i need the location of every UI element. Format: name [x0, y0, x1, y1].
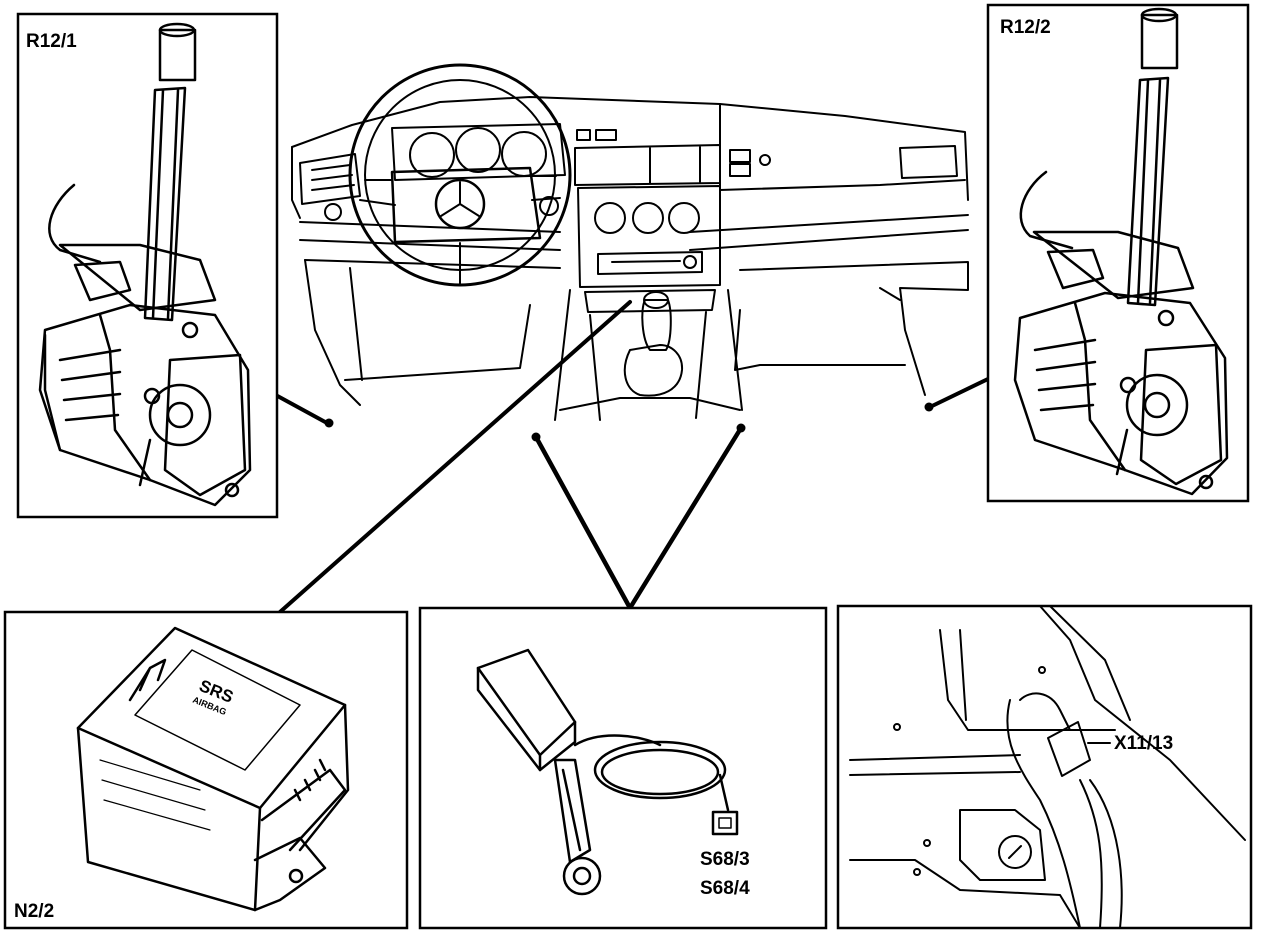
leader-dot-r12-1: [324, 418, 334, 428]
leader-lines: [270, 300, 992, 614]
panel-r12-1: R12/1: [16, 12, 279, 519]
label-s68-3: S68/3: [700, 849, 750, 870]
leader-s68-left: [533, 434, 633, 611]
label-r12-1: R12/1: [26, 31, 77, 52]
panel-n2-2-frame: [3, 610, 409, 930]
leader-dot-r12-2: [924, 402, 934, 412]
tensioner-r12-2-drawing: [1013, 7, 1229, 496]
label-n2-2: N2/2: [14, 901, 54, 922]
panel-r12-2: R12/2: [986, 3, 1250, 503]
panel-s68-frame: [418, 606, 828, 930]
dashboard-illustration: [291, 63, 969, 421]
panel-x11-13: X11/13: [836, 604, 1253, 930]
leader-dot-s68-right: [736, 423, 746, 433]
leader-r12-1: [270, 391, 329, 425]
panel-r12-2-frame: [986, 3, 1250, 503]
seat-belt-buckle-switch-drawing: [476, 648, 739, 896]
panel-n2-2: N2/2 SRS AIRBAG: [3, 610, 409, 930]
leader-n2-2: [278, 300, 632, 614]
connector-x11-13-drawing: [849, 605, 1246, 929]
srs-control-unit-drawing: [76, 626, 350, 912]
panel-s68: S68/3 S68/4: [418, 606, 828, 930]
leader-r12-2: [928, 376, 992, 409]
label-r12-2: R12/2: [1000, 17, 1051, 38]
label-s68-4: S68/4: [700, 878, 750, 899]
leader-dot-s68-left: [531, 432, 541, 442]
tensioner-r12-1-drawing: [38, 22, 252, 507]
leader-s68-right: [627, 425, 744, 611]
label-x11-13: X11/13: [1114, 733, 1173, 754]
